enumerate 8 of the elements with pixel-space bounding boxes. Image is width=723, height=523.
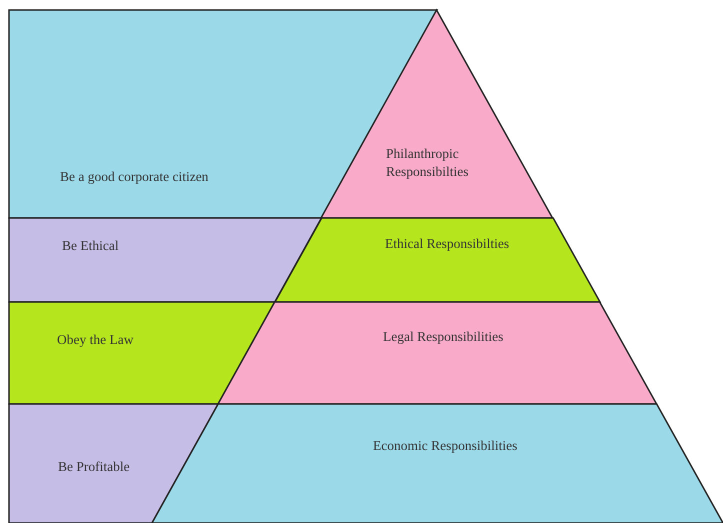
layer-label: Philanthropic Responsibilties: [386, 145, 470, 181]
band-label: Be Profitable: [58, 458, 131, 476]
band-label: Obey the Law: [57, 331, 134, 349]
band-label: Be a good corporate citizen: [60, 168, 210, 186]
layer-label: Legal Responsibilities: [382, 328, 504, 346]
band-label: Be Ethical: [62, 237, 120, 255]
layer-label: Economic Responsibilities: [372, 437, 518, 455]
layer-label: Ethical Responsibilties: [384, 235, 510, 253]
